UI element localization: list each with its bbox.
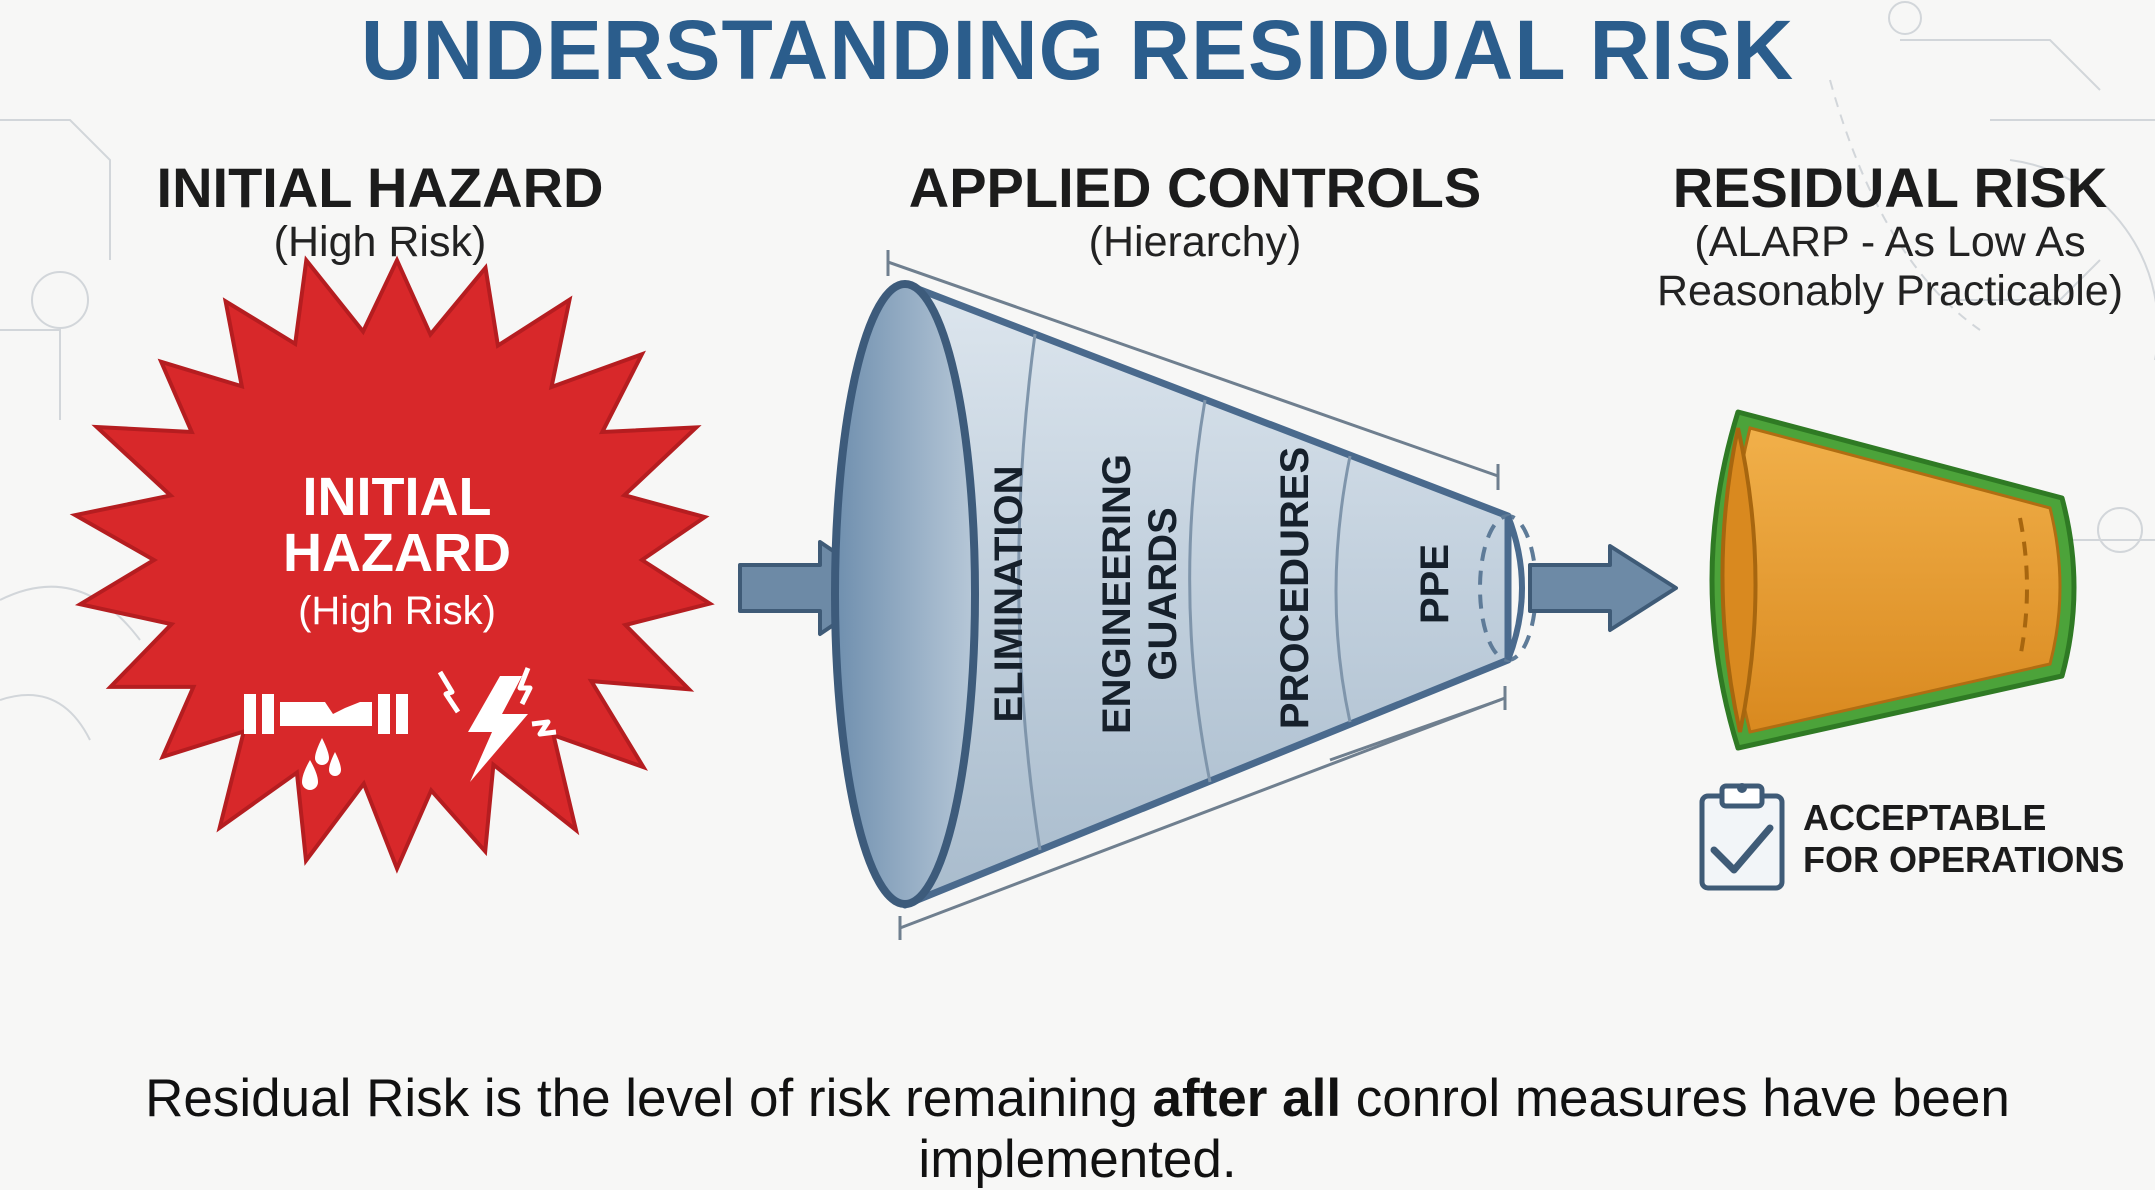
residual-risk-subtitle-line2: Reasonably Practicable) bbox=[1610, 267, 2155, 316]
starburst-line3: (High Risk) bbox=[298, 589, 496, 633]
residual-risk-title: RESIDUAL RISK bbox=[1610, 158, 2155, 218]
acceptable-label: ACCEPTABLE FOR OPERATIONS bbox=[1803, 797, 2124, 881]
clipboard-check-icon bbox=[1702, 783, 1782, 888]
applied-controls-heading: APPLIED CONTROLS (Hierarchy) bbox=[895, 158, 1495, 267]
starburst-line1: INITIAL bbox=[303, 467, 492, 527]
svg-text:ENGINEERING: ENGINEERING bbox=[1095, 454, 1139, 734]
svg-text:PROCEDURES: PROCEDURES bbox=[1273, 447, 1317, 729]
footer-text-bold: after all bbox=[1153, 1069, 1342, 1128]
funnel-band-procedures: PROCEDURES bbox=[1273, 447, 1317, 729]
applied-controls-title: APPLIED CONTROLS bbox=[895, 158, 1495, 218]
residual-risk-heading: RESIDUAL RISK (ALARP - As Low As Reasona… bbox=[1610, 158, 2155, 316]
initial-hazard-title: INITIAL HAZARD bbox=[130, 158, 630, 218]
residual-risk-subtitle-line1: (ALARP - As Low As bbox=[1610, 218, 2155, 267]
footer-definition: Residual Risk is the level of risk remai… bbox=[0, 1068, 2155, 1190]
initial-hazard-heading: INITIAL HAZARD (High Risk) bbox=[130, 158, 630, 267]
acceptable-line1: ACCEPTABLE bbox=[1803, 797, 2124, 839]
page-title: UNDERSTANDING RESIDUAL RISK bbox=[0, 2, 2155, 99]
svg-text:GUARDS: GUARDS bbox=[1141, 507, 1185, 680]
funnel-band-elimination: ELIMINATION bbox=[987, 465, 1031, 722]
initial-hazard-subtitle: (High Risk) bbox=[130, 218, 630, 267]
acceptable-line2: FOR OPERATIONS bbox=[1803, 839, 2124, 881]
svg-text:PPE: PPE bbox=[1413, 544, 1457, 624]
svg-text:ELIMINATION: ELIMINATION bbox=[987, 465, 1031, 722]
applied-controls-subtitle: (Hierarchy) bbox=[895, 218, 1495, 267]
footer-text-before: Residual Risk is the level of risk remai… bbox=[145, 1069, 1152, 1128]
residual-risk-cone bbox=[1712, 412, 2074, 748]
arrow-controls-to-residual bbox=[1530, 546, 1676, 630]
funnel-band-ppe: PPE bbox=[1413, 544, 1457, 624]
starburst-line2: HAZARD bbox=[283, 523, 511, 583]
